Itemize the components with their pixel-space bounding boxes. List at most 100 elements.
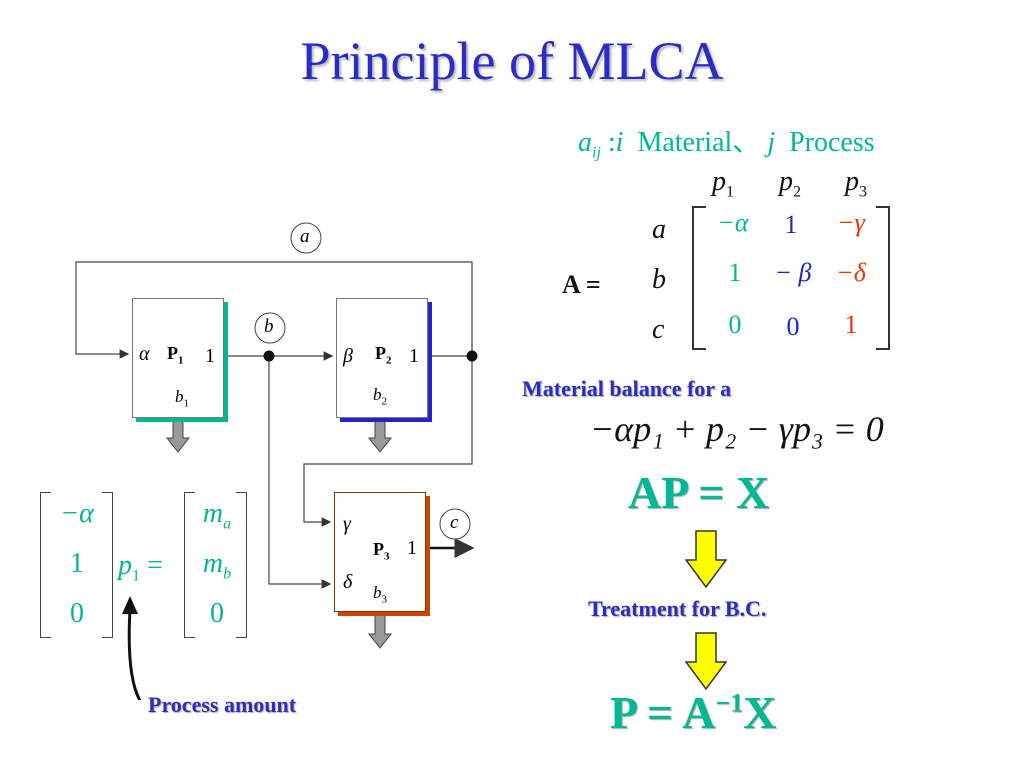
vector-m-sub: b [223,565,232,583]
process-diagram [75,222,478,700]
legend-j: j [767,127,776,158]
matrix-left-bracket [692,206,706,350]
col-header-p: p [712,166,726,197]
flow-a-circle [290,222,322,254]
matrix-cell: 0 [786,312,800,341]
process-p3-box: γ P3 1 δ b3 [334,492,426,612]
vector-right-cell: ma [192,498,242,534]
legend-colon: : [607,127,616,158]
vector-left-cell: 1 [70,548,84,579]
p-eq-left: P = A [610,687,716,738]
p1-label: P1 [167,343,184,367]
p1-output: 1 [205,345,215,367]
col-header-sub: 3 [859,183,867,201]
p1-sub: 1 [178,354,184,367]
legend-sep: 、 [732,127,761,158]
matrix-row-label-b: b [652,264,666,295]
matrix-cell: 1 [784,210,798,239]
vector-left-bracket-r [102,492,113,638]
p3-byproduct: b3 [373,583,387,605]
byproduct-arrow-icon [367,611,393,649]
p2-label: P2 [375,343,392,367]
process-amount-arrow [127,609,142,700]
p3-output: 1 [407,537,417,559]
flow-b-circle [254,312,286,344]
flow-c-label: c [450,512,459,533]
p2-by-sub: 2 [381,395,388,408]
p-eq-sup: −1 [715,688,744,718]
p2-sub: 2 [386,354,392,367]
p3-input-gamma: γ [343,513,351,535]
matrix-col-header-1: p1 [712,166,734,202]
p2-name: P [375,343,386,363]
vector-var: p1 = [118,550,163,586]
legend-aij-sub: ij [592,144,601,162]
col-header-p: p [845,166,859,197]
legend-process: Process [789,127,875,158]
process-p1-box: α P1 1 b1 [132,298,224,418]
p1-by: b [175,387,184,406]
p-eq-right: X [743,687,777,738]
matrix-cell: −γ [837,208,865,237]
balance-heading: Material balance for a [522,376,732,401]
ap-x-equation: AP = X [628,467,770,518]
p-equation: P = A−1X [610,686,777,739]
matrix-cell: 0 [728,310,742,339]
junction-dot [263,350,275,362]
flow-c-circle [439,508,471,540]
vector-left-cell: −α [60,498,94,529]
vector-left-cell: 0 [70,598,84,629]
matrix-cell: − β [774,258,812,287]
p3-label: P3 [373,539,390,563]
flow-b-branch [268,356,332,589]
down-arrow-icon [685,632,727,690]
p3-by: b [373,583,382,602]
flow-a-label: a [300,226,310,247]
treatment-heading: Treatment for B.C. [588,596,767,621]
p2-by: b [373,385,382,404]
flow-a-branch [303,356,473,527]
matrix-cell: 1 [844,310,858,339]
flow-b-label: b [264,316,274,337]
matrix-cell: 1 [728,258,742,287]
process-p2-box: β P2 1 b2 [336,298,428,418]
down-arrow-icon [685,530,727,588]
vector-var-p: p [118,550,132,581]
matrix-row-label-a: a [652,214,666,245]
vector-m: 0 [210,598,224,629]
vector-m: m [202,548,224,579]
p2-output: 1 [409,345,419,367]
vector-m-sub: a [223,515,232,533]
flow-a-line [75,261,473,359]
matrix-cell: −α [717,208,749,237]
vector-right-cell: 0 [192,598,242,630]
process-amount-label: Process amount [148,692,297,717]
legend-material: Material [637,127,733,158]
p2-byproduct: b2 [373,385,387,407]
matrix-col-header-3: p3 [845,166,867,202]
vector-eq-sign: = [147,550,163,581]
junction-dot [466,350,478,362]
vector-var-sub: 1 [132,567,140,585]
p3-sub: 3 [384,550,390,563]
page-title: Principle of MLCA [300,31,724,91]
vector-right-bracket-r [236,492,247,638]
p3-by-sub: 3 [381,593,388,606]
col-header-p: p [779,166,793,197]
col-header-sub: 2 [793,183,801,201]
p1-name: P [167,343,178,363]
p3-name: P [373,539,384,559]
legend-aij: a [578,127,592,158]
p1-input: α [139,343,150,365]
p1-by-sub: 1 [183,397,190,410]
matrix-right-bracket [876,206,890,350]
byproduct-arrow-icon [367,417,393,453]
vector-left-bracket-l [40,492,51,638]
matrix-row-label-c: c [652,314,665,345]
matrix-label: A = [562,270,601,299]
matrix-col-header-2: p2 [779,166,801,202]
p2-input: β [343,345,353,367]
vector-right-bracket-l [184,492,195,638]
p1-byproduct: b1 [175,387,189,409]
balance-equation: −αp₁ + p₂ − γp₃ = 0 [590,409,884,449]
